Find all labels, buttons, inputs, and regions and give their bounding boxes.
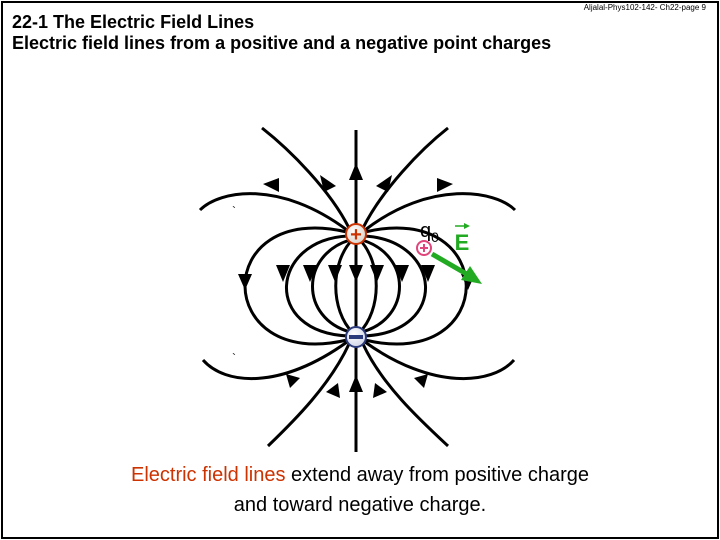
arrow-pos-upper-right xyxy=(376,175,392,192)
test-charge-label: q0 xyxy=(420,220,439,245)
slide-subtitle: Electric field lines from a positive and… xyxy=(12,33,552,53)
arrow-neg-lower-left xyxy=(326,383,340,398)
arrow-pos-right xyxy=(437,178,453,192)
positive-charge-symbol: + xyxy=(350,224,362,246)
arrow-inner-2 xyxy=(303,265,317,282)
arrow-inner-3 xyxy=(276,265,290,282)
test-charge-letter: q xyxy=(420,220,431,242)
caption-line1-rest: extend away from positive charge xyxy=(285,464,589,486)
arrow-pos-top xyxy=(349,163,363,180)
field-line-inner-right-2 xyxy=(361,238,401,334)
slide-title: 22-1 The Electric Field Lines xyxy=(12,12,255,32)
stray-mark-2: ` xyxy=(232,351,236,365)
caption-highlight: Electric field lines xyxy=(130,464,286,486)
stray-mark-1: ` xyxy=(232,204,236,218)
field-line-neg-right xyxy=(364,340,516,381)
caption: Electric field lines extend away from po… xyxy=(40,460,680,520)
field-line-pos-right xyxy=(364,192,517,232)
arrow-neg-lower-right xyxy=(373,383,387,398)
positive-charge-icon: + xyxy=(345,223,367,246)
field-line-inner-left-2 xyxy=(311,238,351,334)
field-line-inner-left-3 xyxy=(285,234,349,338)
field-line-inner-right-3 xyxy=(363,234,427,338)
field-line-outer-left xyxy=(243,226,348,346)
field-line-neg-lower-left xyxy=(266,343,351,448)
field-vector-arrow-icon xyxy=(430,251,482,284)
arrow-pos-left xyxy=(263,178,279,192)
arrow-pos-upper-left xyxy=(320,175,336,192)
field-vector-label: E xyxy=(455,230,470,255)
arrow-neg-bottom xyxy=(349,375,363,392)
field-line-neg-lower-right xyxy=(361,343,450,448)
field-line-neg-left xyxy=(201,340,348,381)
arrow-outer-left xyxy=(238,274,252,290)
test-charge-subscript: 0 xyxy=(431,229,439,245)
negative-charge-icon xyxy=(345,326,367,348)
field-line-pos-left xyxy=(198,192,348,232)
negative-charge-bar xyxy=(349,335,363,339)
arrow-inner-4 xyxy=(349,265,363,282)
page-reference: Aljalal-Phys102-142- Ch22-page 9 xyxy=(583,3,706,12)
arrow-inner-1 xyxy=(328,265,342,282)
test-charge-icon xyxy=(416,240,432,256)
field-line-pos-upper-right xyxy=(361,126,449,229)
arrow-inner-6 xyxy=(395,265,409,282)
vector-overarrow-icon xyxy=(455,223,470,229)
arrow-neg-right xyxy=(414,374,428,388)
field-line-outer-right xyxy=(364,226,468,346)
field-direction-arrows xyxy=(238,163,475,398)
field-line-pos-upper-left xyxy=(261,126,351,229)
field-line-inner-right-1 xyxy=(357,237,378,335)
field-line-inner-left-1 xyxy=(334,237,355,335)
caption-line2: and toward negative charge. xyxy=(233,494,487,516)
arrow-inner-7 xyxy=(421,265,435,282)
arrow-neg-left xyxy=(286,374,300,388)
arrow-inner-5 xyxy=(370,265,384,282)
